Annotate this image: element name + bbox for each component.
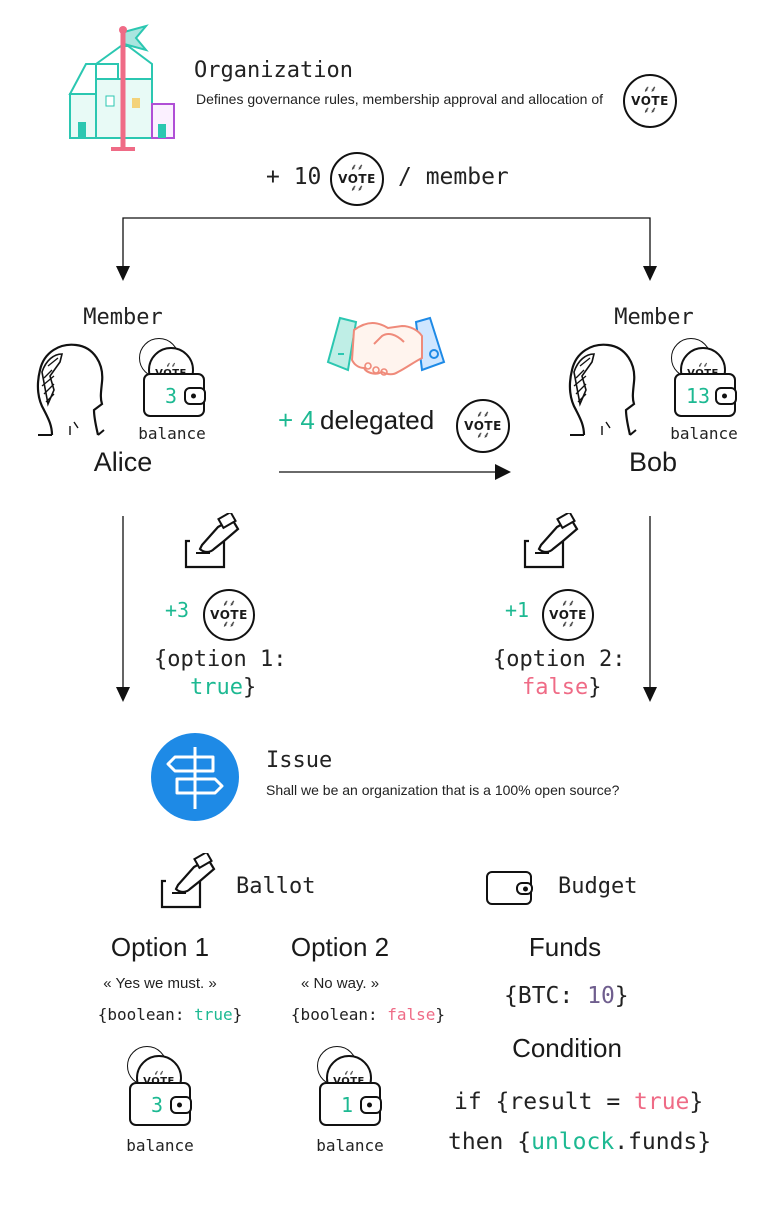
alice-vote-amount: +3 [165, 598, 190, 622]
handshake-icon [326, 316, 446, 376]
delegation-arrow [495, 464, 511, 480]
ballot-title: Ballot [236, 874, 316, 899]
option-1-name: Option 1 [110, 932, 210, 962]
funds-title: Funds [528, 932, 602, 962]
option-1-quote: « Yes we must. » [103, 975, 217, 992]
option-2-balance-label: balance [316, 1136, 384, 1155]
vote-coin-icon: ⸙⸙VOTE⸙⸙ [203, 589, 255, 641]
option-2-balance-value: 1 [341, 1093, 354, 1117]
vote-coin-icon: ⸙⸙VOTE⸙⸙ [456, 399, 510, 453]
budget-wallet-icon [486, 871, 533, 905]
alice-role-label: Member [83, 305, 163, 330]
bob-vote-amount: +1 [505, 598, 530, 622]
option-2-wallet-icon: 1 [319, 1082, 382, 1126]
ballot-box-icon [523, 513, 579, 569]
alice-vote-option: {option 1: [154, 647, 287, 672]
budget-title: Budget [558, 874, 638, 899]
option-2-name: Option 2 [290, 932, 390, 962]
option-2-type: {boolean: false} [290, 1005, 446, 1024]
organization-title: Organization [194, 58, 353, 83]
alice-name: Alice [93, 447, 153, 477]
alice-wallet-icon: 3 [143, 373, 206, 417]
option-1-balance-value: 3 [151, 1093, 164, 1117]
bob-vote-value-line: false} [522, 675, 602, 700]
bob-vote-arrow [643, 687, 657, 702]
bob-balance-label: balance [670, 424, 738, 443]
alice-balance-label: balance [138, 424, 206, 443]
vote-coin-icon: ⸙⸙VOTE⸙⸙ [623, 74, 677, 128]
issue-title: Issue [266, 748, 333, 773]
bob-role-label: Member [614, 305, 694, 330]
bob-head-icon [568, 343, 637, 436]
alice-balance-value: 3 [165, 384, 178, 408]
issue-question: Shall we be an organization that is a 10… [266, 782, 620, 798]
condition-title: Condition [512, 1033, 622, 1063]
organization-description: Defines governance rules, membership app… [196, 91, 604, 107]
alice-vote-value-line: true} [190, 675, 257, 700]
bob-wallet-icon: 13 [674, 373, 737, 417]
option-1-type: {boolean: true} [97, 1005, 243, 1024]
bob-vote-option: {option 2: [493, 647, 626, 672]
option-2-quote: « No way. » [300, 975, 380, 992]
allocation-amount: + 10 [266, 164, 322, 190]
ballot-box-icon [160, 853, 216, 909]
organization-building-icon [68, 24, 175, 151]
bob-balance-value: 13 [686, 384, 711, 408]
bob-vote-value: false [522, 675, 589, 700]
alice-vote-arrow [116, 687, 130, 702]
option-1-balance-label: balance [126, 1136, 194, 1155]
delegation-label: delegated [320, 405, 435, 435]
condition-then-line: then {unlock.funds} [448, 1129, 712, 1155]
alice-head-icon [36, 343, 105, 436]
delegation-amount: + 4 [278, 405, 315, 435]
allocation-per-member: / member [398, 164, 509, 190]
funds-value-line: {BTC: 10} [504, 983, 629, 1009]
condition-if-line: if {result = true} [454, 1089, 704, 1115]
issue-signpost-icon [151, 733, 239, 821]
alice-vote-value: true [190, 675, 243, 700]
vote-coin-icon: ⸙⸙VOTE⸙⸙ [542, 589, 594, 641]
vote-coin-icon: ⸙⸙VOTE⸙⸙ [330, 152, 384, 206]
ballot-box-icon [184, 513, 240, 569]
option-1-wallet-icon: 3 [129, 1082, 192, 1126]
arrow-to-alice [116, 266, 130, 281]
funds-amount: 10 [587, 983, 615, 1009]
arrow-to-bob [643, 266, 657, 281]
bob-name: Bob [628, 447, 678, 477]
